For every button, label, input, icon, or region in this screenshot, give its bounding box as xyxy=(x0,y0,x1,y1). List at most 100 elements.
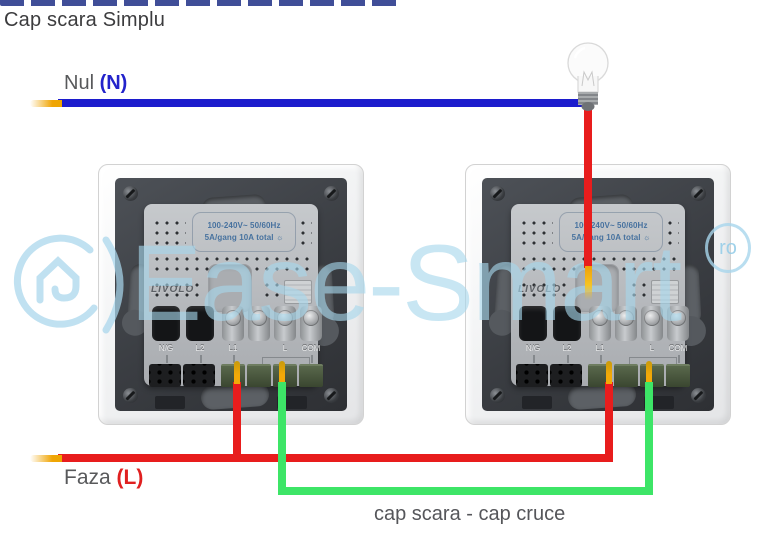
module-center-recess xyxy=(208,264,252,312)
light-bulb-icon xyxy=(567,42,609,111)
phase-drop-right-switch xyxy=(605,382,613,462)
terminal-screw xyxy=(274,306,296,341)
terminal-label-l1: L1 xyxy=(595,344,605,353)
clipped-heading-strip xyxy=(0,0,398,6)
plate-notch xyxy=(155,396,185,409)
switch-module-back: 100-240V~ 50/60Hz 5A/gang 10A total ☼ LI… xyxy=(144,204,323,387)
phase-wire-label: Faza (L) xyxy=(64,466,143,490)
terminal-bracket xyxy=(629,357,677,364)
terminal-label-com: COM xyxy=(668,344,688,353)
spec-line1: 100-240V~ 50/60Hz xyxy=(574,221,648,231)
terminal-label-l2: L2 xyxy=(195,344,205,353)
terminal-label-com: COM xyxy=(301,344,321,353)
traveler-wire-horizontal xyxy=(278,487,653,495)
terminal-label-l1: L1 xyxy=(228,344,238,353)
terminal-label-l2: L2 xyxy=(562,344,572,353)
page-title: Cap scara Simplu xyxy=(4,9,166,31)
lamp-icon: ☼ xyxy=(275,233,284,242)
terminal-screw xyxy=(589,306,611,341)
spec-line2: 5A/gang 10A total xyxy=(204,233,274,242)
terminal-tip xyxy=(606,361,612,384)
vent-holes xyxy=(152,218,186,248)
terminal-screw xyxy=(222,306,244,341)
terminal-hole xyxy=(553,306,581,341)
watermark-text: Ease-Smart xyxy=(130,222,682,343)
module-center-recess xyxy=(575,264,619,312)
terminal-tip xyxy=(646,361,652,384)
watermark-logo-icon xyxy=(13,234,124,334)
screw-icon xyxy=(123,186,138,201)
terminal-block xyxy=(247,364,271,387)
spec-line2: 5A/gang 10A total xyxy=(571,233,641,242)
brand-logo: LIVOLO xyxy=(151,284,195,295)
terminal-screw xyxy=(300,306,322,341)
terminal-label-ng: N/G xyxy=(525,344,541,353)
watermark-ro-badge: ro xyxy=(705,223,751,273)
terminal-tick xyxy=(567,355,569,363)
terminal-label-l: L xyxy=(282,344,288,353)
terminal-hole xyxy=(519,306,547,341)
module-sticker xyxy=(284,280,312,304)
terminal-tick xyxy=(311,355,313,363)
terminal-block xyxy=(299,364,323,387)
terminal-screw xyxy=(667,306,689,341)
lamp-feed-wire-tip xyxy=(584,266,592,300)
spec-plate: 100-240V~ 50/60Hz 5A/gang 10A total ☼ xyxy=(192,212,296,252)
neutral-symbol: (N) xyxy=(99,72,128,94)
terminal-block xyxy=(666,364,690,387)
screw-icon xyxy=(490,388,505,403)
lamp-feed-wire xyxy=(584,106,592,268)
switch-module-back: 100-240V~ 50/60Hz 5A/gang 10A total ☼ LI… xyxy=(511,204,690,387)
phase-name: Faza xyxy=(64,466,117,489)
vent-holes xyxy=(298,218,312,248)
traveler-wire-right-drop xyxy=(645,382,653,495)
plate-notch xyxy=(522,396,552,409)
phase-drop-left-switch xyxy=(233,382,241,462)
connector-block xyxy=(149,364,181,387)
neutral-wire-label: Nul (N) xyxy=(64,72,127,95)
lamp-icon: ☼ xyxy=(642,233,651,242)
terminal-labels: N/G L2 L1 L COM xyxy=(511,344,688,354)
screw-icon xyxy=(123,388,138,403)
vent-holes xyxy=(152,280,200,302)
terminal-tip xyxy=(234,361,240,384)
switch-right: 100-240V~ 50/60Hz 5A/gang 10A total ☼ LI… xyxy=(465,164,731,425)
screw-icon xyxy=(691,388,706,403)
terminal-bracket xyxy=(262,357,310,364)
phase-wire-horizontal xyxy=(58,454,613,462)
terminal-tick xyxy=(166,355,168,363)
screw-icon xyxy=(324,388,339,403)
terminal-tick xyxy=(200,355,202,363)
screw-icon xyxy=(691,186,706,201)
terminal-screw xyxy=(641,306,663,341)
spec-line1: 100-240V~ 50/60Hz xyxy=(207,221,281,231)
terminal-hole xyxy=(186,306,214,341)
phase-symbol: (L) xyxy=(116,466,144,489)
neutral-wire-tip xyxy=(30,99,62,107)
terminal-block xyxy=(614,364,638,387)
vent-holes xyxy=(519,280,567,302)
terminal-tick xyxy=(678,355,680,363)
phase-wire-tip xyxy=(30,454,62,462)
vent-holes xyxy=(665,218,679,248)
traveler-wire-left-drop xyxy=(278,382,286,495)
terminal-tip xyxy=(279,361,285,384)
connector-block xyxy=(550,364,582,387)
vent-holes xyxy=(519,218,553,248)
module-sticker xyxy=(651,280,679,304)
neutral-name: Nul xyxy=(64,72,100,94)
brand-logo: LIVOLO xyxy=(518,284,562,295)
traveler-wire-label: cap scara - cap cruce xyxy=(374,503,566,525)
spec-plate: 100-240V~ 50/60Hz 5A/gang 10A total ☼ xyxy=(559,212,663,252)
screw-icon xyxy=(490,186,505,201)
terminal-tick xyxy=(533,355,535,363)
terminal-screw xyxy=(248,306,270,341)
terminal-hole xyxy=(152,306,180,341)
screw-icon xyxy=(324,186,339,201)
terminal-label-l: L xyxy=(649,344,655,353)
connector-block xyxy=(183,364,215,387)
switch-left: 100-240V~ 50/60Hz 5A/gang 10A total ☼ LI… xyxy=(98,164,364,425)
terminal-screw xyxy=(615,306,637,341)
connector-block xyxy=(516,364,548,387)
